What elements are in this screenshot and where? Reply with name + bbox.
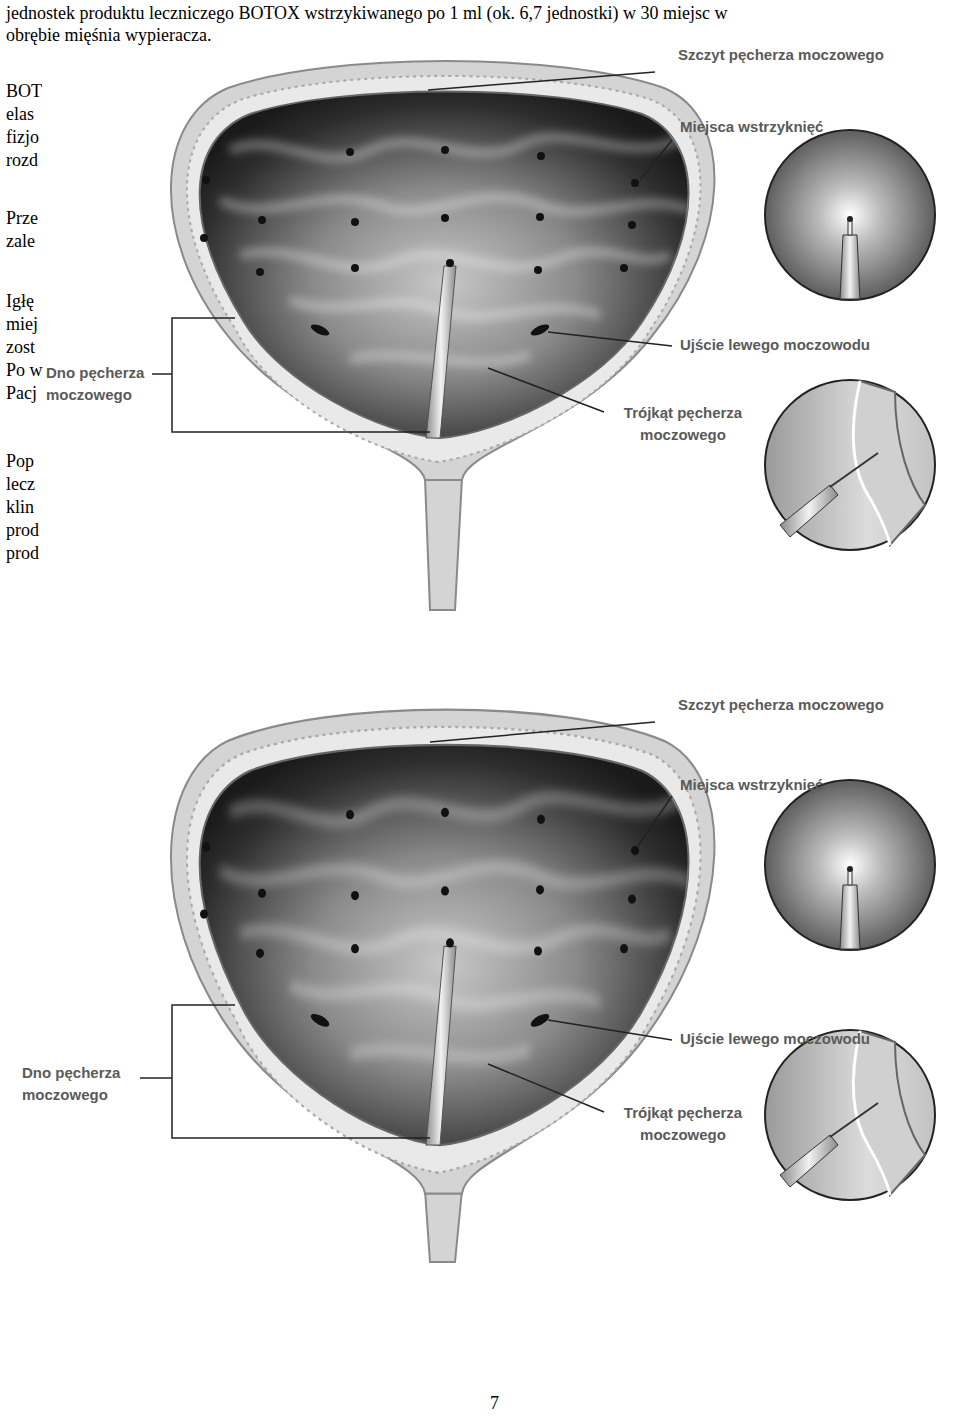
body-text: obrębie mięśnia wypieracza. [6, 24, 211, 46]
anatomy-label: Dno pęcherza moczowego [22, 1062, 138, 1106]
anatomy-label: Szczyt pęcherza moczowego [678, 694, 884, 716]
text-fragment: Pop [6, 450, 34, 472]
body-text: jednostek produktu leczniczego BOTOX wst… [6, 2, 728, 24]
anatomy-label: Ujście lewego moczowodu [680, 1028, 870, 1050]
anatomy-label: Ujście lewego moczowodu [680, 334, 870, 356]
text-fragment: lecz [6, 473, 35, 495]
text-fragment: prod [6, 542, 39, 564]
text-fragment: Prze [6, 207, 38, 229]
bladder-figure [140, 710, 935, 1262]
text-fragment: elas [6, 103, 34, 125]
text-fragment: zale [6, 230, 35, 252]
anatomy-label: Trójkąt pęcherza moczowego [608, 1102, 758, 1146]
text-fragment: klin [6, 496, 34, 518]
text-fragment: Po w [6, 359, 43, 381]
text-fragment: Pacj [6, 382, 37, 404]
text-fragment: Igłę [6, 290, 34, 312]
text-fragment: fizjo [6, 126, 39, 148]
anatomy-label: Miejsca wstrzyknięć [680, 774, 823, 796]
text-fragment: miej [6, 313, 38, 335]
text-fragment: prod [6, 519, 39, 541]
anatomy-label: Szczyt pęcherza moczowego [678, 44, 884, 66]
text-fragment: zost [6, 336, 35, 358]
anatomy-label: Dno pęcherza moczowego [46, 362, 150, 406]
page-number: 7 [490, 1392, 499, 1414]
anatomy-label: Miejsca wstrzyknięć [680, 116, 823, 138]
anatomy-label: Trójkąt pęcherza moczowego [608, 402, 758, 446]
bladder-figure [152, 61, 935, 610]
text-fragment: BOT [6, 80, 42, 102]
text-fragment: rozd [6, 149, 38, 171]
